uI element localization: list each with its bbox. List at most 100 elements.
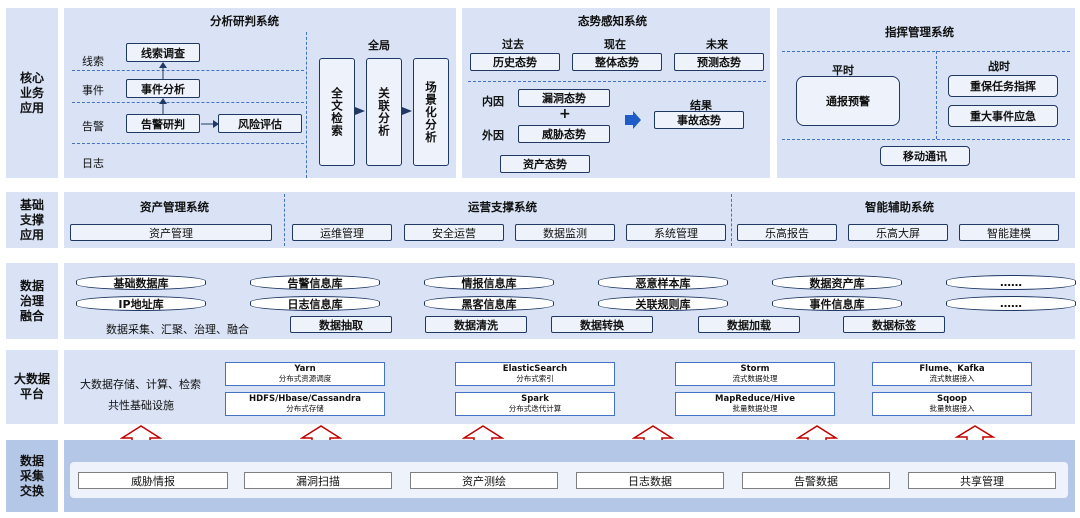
db-hacker[interactable]: 黑客信息库 (424, 296, 554, 311)
asset-situation-box[interactable]: 资产态势 (500, 155, 590, 173)
row-label-alarm: 告警 (82, 120, 104, 133)
db-ip[interactable]: IP地址库 (76, 296, 206, 311)
peace-label: 平时 (832, 64, 854, 77)
mobile-communication-box[interactable]: 移动通讯 (880, 146, 970, 166)
clue-investigation-box[interactable]: 线索调查 (126, 43, 200, 62)
row-label-clue: 线索 (82, 55, 104, 68)
db-alarm[interactable]: 告警信息库 (250, 275, 380, 290)
external-label: 外因 (482, 129, 504, 142)
bigdata-line2: 共性基础设施 (108, 399, 174, 412)
db-malware[interactable]: 恶意样本库 (598, 275, 728, 290)
event-analysis-box[interactable]: 事件分析 (126, 79, 200, 98)
component-desc: 流式数据处理 (732, 374, 778, 383)
component-desc: 批量数据处理 (732, 404, 778, 413)
component-name: Yarn (294, 364, 316, 374)
predict-situation-box[interactable]: 预测态势 (674, 53, 764, 71)
incident-situation-box[interactable]: 事故态势 (654, 111, 744, 129)
system-management-box[interactable]: 系统管理 (626, 224, 726, 241)
asset-system-title: 资产管理系统 (140, 200, 209, 214)
component-desc: 分布式迭代计算 (508, 404, 562, 413)
component-desc: 流式数据接入 (929, 374, 975, 383)
layer-label-bigdata: 大数据 平台 (6, 350, 58, 424)
ops-system-title: 运营支撑系统 (468, 200, 537, 214)
component-desc: 分布式存储 (286, 404, 324, 413)
component-name: ElasticSearch (502, 364, 568, 374)
row-divider (72, 102, 304, 103)
data-monitor-box[interactable]: 数据监测 (515, 224, 615, 241)
past-label: 过去 (502, 38, 524, 51)
section-divider (782, 51, 1070, 52)
component-desc: 分布式资源调度 (278, 374, 332, 383)
db-rule[interactable]: 关联规则库 (598, 296, 728, 311)
governance-note: 数据采集、汇聚、治理、融合 (106, 323, 249, 336)
row-divider (72, 70, 304, 71)
component-name: Flume、Kafka (919, 364, 985, 374)
history-situation-box[interactable]: 历史态势 (470, 53, 560, 71)
source-alarm-data[interactable]: 告警数据 (742, 472, 890, 489)
arrow-right-icon (402, 107, 412, 115)
data-extract-box[interactable]: 数据抽取 (290, 316, 392, 333)
vulnerability-situation-box[interactable]: 漏洞态势 (518, 89, 610, 107)
row-label-event: 事件 (82, 84, 104, 97)
db-more[interactable]: …… (946, 275, 1076, 290)
component-desc: 分布式索引 (516, 374, 554, 383)
db-event[interactable]: 事件信息库 (772, 296, 902, 311)
component-name: MapReduce/Hive (715, 394, 795, 404)
source-vuln-scan[interactable]: 漏洞扫描 (244, 472, 392, 489)
internal-label: 内因 (482, 95, 504, 108)
db-intel[interactable]: 情报信息库 (424, 275, 554, 290)
data-load-box[interactable]: 数据加载 (698, 316, 800, 333)
security-ops-box[interactable]: 安全运营 (404, 224, 504, 241)
source-asset-mapping[interactable]: 资产测绘 (410, 472, 558, 489)
key-task-command-box[interactable]: 重保任务指挥 (948, 75, 1058, 97)
layer-label-governance: 数据 治理 融合 (6, 263, 58, 339)
global-label: 全局 (368, 39, 390, 52)
scenario-analysis-box[interactable]: 场景化分析 (413, 58, 449, 166)
row-divider (72, 143, 304, 144)
overall-situation-box[interactable]: 整体态势 (572, 53, 662, 71)
threat-situation-box[interactable]: 威胁态势 (518, 125, 610, 143)
section-divider (284, 194, 285, 246)
ops-management-box[interactable]: 运维管理 (292, 224, 392, 241)
lego-report-box[interactable]: 乐高报告 (737, 224, 837, 241)
data-transform-box[interactable]: 数据转换 (551, 316, 653, 333)
arrow-up-icon (159, 62, 167, 79)
layer-label-basic: 基础 支撑 应用 (6, 192, 58, 248)
alarm-judgment-box[interactable]: 告警研判 (126, 114, 200, 133)
arrow-right-icon (201, 120, 219, 128)
smart-modeling-box[interactable]: 智能建模 (959, 224, 1059, 241)
fulltext-search-box[interactable]: 全文检索 (319, 58, 355, 166)
war-label: 战时 (988, 60, 1010, 73)
data-tag-box[interactable]: 数据标签 (843, 316, 945, 333)
source-log-data[interactable]: 日志数据 (576, 472, 724, 489)
section-divider (936, 51, 937, 139)
asset-management-box[interactable]: 资产管理 (70, 224, 272, 241)
correlation-analysis-box[interactable]: 关联分析 (366, 58, 402, 166)
lego-screen-box[interactable]: 乐高大屏 (848, 224, 948, 241)
analysis-title: 分析研判系统 (210, 14, 279, 28)
component-name: HDFS/Hbase/Cassandra (249, 394, 361, 404)
data-clean-box[interactable]: 数据清洗 (425, 316, 527, 333)
section-divider (731, 194, 732, 246)
db-log[interactable]: 日志信息库 (250, 296, 380, 311)
source-threat-intel[interactable]: 威胁情报 (78, 472, 228, 489)
risk-assessment-box[interactable]: 风险评估 (218, 114, 302, 133)
emergency-response-box[interactable]: 重大事件应急 (948, 105, 1058, 127)
component-name: Sqoop (937, 394, 967, 404)
source-share-management[interactable]: 共享管理 (908, 472, 1056, 489)
collect-inner (70, 462, 1068, 498)
db-asset[interactable]: 数据资产库 (772, 275, 902, 290)
db-basic[interactable]: 基础数据库 (76, 275, 206, 290)
db-more[interactable]: …… (946, 296, 1076, 311)
section-divider (782, 139, 1070, 140)
layer-label-collect: 数据 采集 交换 (6, 440, 58, 512)
report-warning-box[interactable]: 通报预警 (796, 76, 900, 126)
